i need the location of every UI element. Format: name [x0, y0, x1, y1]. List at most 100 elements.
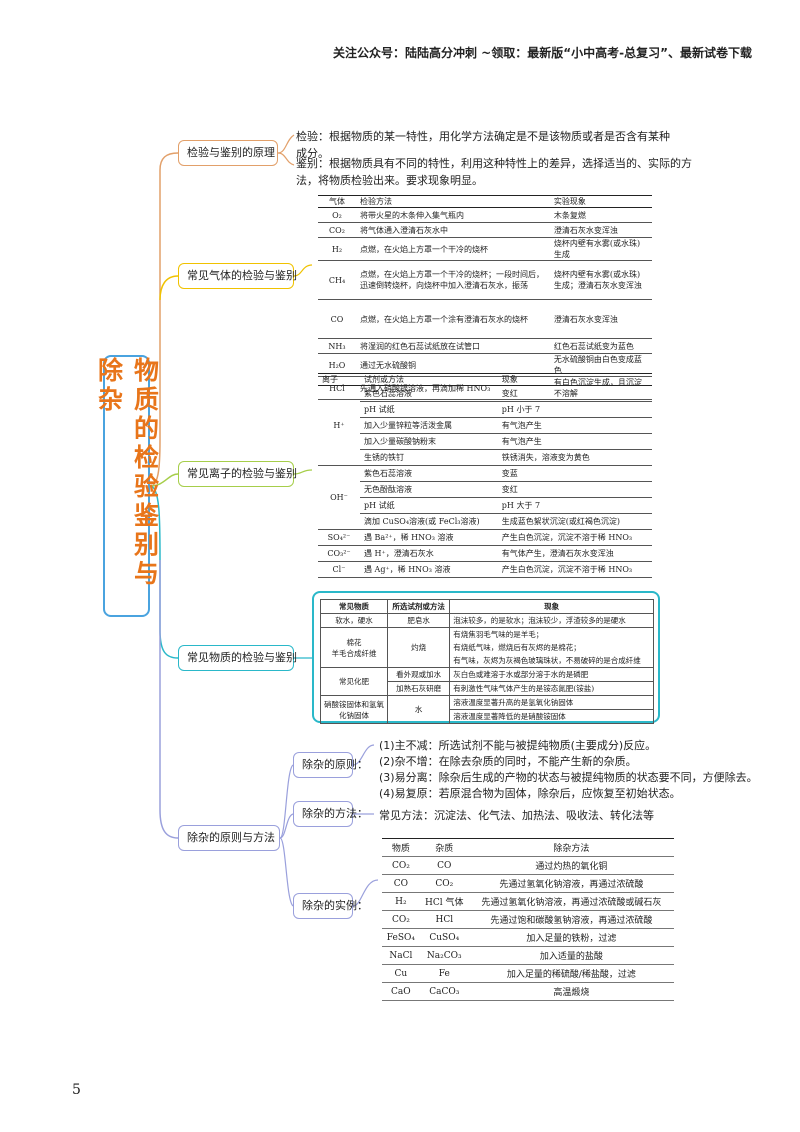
table-cell: 有气泡产生 — [497, 417, 652, 434]
table-cell: 红色石蕊试纸变为蓝色 — [549, 338, 652, 354]
table-cell: 将气体通入澄清石灰水中 — [356, 222, 550, 238]
sub-removal-example: 除杂的实例： — [293, 893, 368, 919]
page-number: 5 — [72, 1082, 81, 1098]
table-row: 硝酸铵固体和氢氧化钠固体水溶液温度显著升高的是氢氧化钠固体 — [320, 695, 654, 724]
table-cell: 遇 Ba²⁺，稀 HNO₃ 溶液 — [360, 529, 498, 546]
table-row: 无色酚酞溶液变红 — [318, 481, 652, 498]
table-cell: FeSO₄ — [382, 928, 420, 947]
table-cell: 紫色石蕊溶液 — [360, 385, 498, 402]
table-cell: 无色酚酞溶液 — [360, 481, 498, 498]
principle-line: (2)杂不增：在除去杂质的同时，不能产生新的杂质。 — [379, 755, 637, 768]
table-cell: CO — [382, 874, 420, 893]
table-cell: 加入足量的稀硫酸/稀盐酸，过滤 — [468, 964, 674, 983]
ion-label: SO₄²⁻ — [318, 529, 360, 546]
table-cell: O₂ — [318, 207, 356, 223]
table-cell: NaCl — [382, 946, 420, 965]
table-cell: 先通过饱和碳酸氢钠溶液，再通过浓硫酸 — [468, 910, 674, 929]
table-cell: 生锈的铁钉 — [360, 449, 498, 466]
table-cell: 水 — [386, 695, 451, 724]
table-cell: 生成蓝色絮状沉淀(或红褐色沉淀) — [497, 513, 652, 530]
table-header: 物质 — [382, 838, 420, 857]
principle-line: (3)易分离：除杂后生成的产物的状态与被提纯物质的状态要不同，方便除去。 — [379, 771, 758, 784]
table-row: 溶液温度显著降低的是硝酸铵固体 — [321, 709, 654, 724]
table-cell: CO — [318, 299, 356, 339]
table-cell: 澄清石灰水变浑浊 — [549, 222, 652, 238]
table-cell: 有气泡产生 — [497, 433, 652, 450]
removal-principles: (1)主不减：所选试剂不能与被提纯物质(主要成分)反应。 (2)杂不增：在除去杂… — [379, 738, 758, 802]
substance-box: 常见物质所选试剂或方法现象 软水，硬水肥皂水泡沫较多，的是软水；泡沫较少，浮渣较… — [312, 591, 660, 724]
substance-table: 常见物质所选试剂或方法现象 软水，硬水肥皂水泡沫较多，的是软水；泡沫较少，浮渣较… — [320, 599, 654, 724]
root-node: 物质的检验鉴别与除杂 — [95, 355, 160, 617]
table-cell: 通过灼热的氧化铜 — [468, 856, 674, 875]
table-row: 常见化肥看外观或加水灰白色或难溶于水或部分溶于水的是磷肥 — [320, 667, 654, 696]
table-cell: 泡沫较多，的是软水；泡沫较少，浮渣较多的是硬水 — [449, 613, 654, 628]
table-cell: 滴加 CuSO₄溶液(或 FeCl₃溶液) — [360, 513, 498, 530]
table-row: H⁺紫色石蕊溶液变红 — [318, 385, 652, 466]
table-header: 实验现象 — [549, 195, 652, 208]
ion-label: Cl⁻ — [318, 561, 360, 578]
table-cell: 常见化肥 — [320, 667, 388, 696]
table-header: 所选试剂或方法 — [386, 599, 451, 614]
ion-label: OH⁻ — [318, 465, 360, 530]
table-cell: 变蓝 — [497, 465, 652, 482]
table-cell: pH 试纸 — [360, 497, 498, 514]
table-header: 常见物质 — [320, 599, 388, 614]
table-header: 试剂或方法 — [360, 373, 498, 386]
table-cell: NH₃ — [318, 338, 356, 354]
table-cell: pH 小于 7 — [497, 401, 652, 418]
table-row: 加入少量碳酸钠粉末有气泡产生 — [318, 433, 652, 450]
table-cell: CO — [419, 856, 469, 875]
table-cell: CO₂ — [382, 910, 420, 929]
branch-removal: 除杂的原则与方法 — [178, 825, 280, 851]
table-cell: 加入少量碳酸钠粉末 — [360, 433, 498, 450]
table-cell: CaO — [382, 982, 420, 1001]
table-cell: 变红 — [497, 481, 652, 498]
table-cell: CO₂ — [419, 874, 469, 893]
table-cell: CO₂ — [382, 856, 420, 875]
table-cell: 变红 — [497, 385, 652, 402]
table-row: CO₃²⁻遇 H⁺，澄清石灰水有气体产生，澄清石灰水变浑浊 — [318, 545, 652, 562]
table-cell: H₂ — [318, 237, 356, 261]
table-cell: 有烧纸气味，燃烧后有灰烬的是棉花； — [449, 641, 654, 654]
table-header: 气体 — [318, 195, 356, 208]
table-cell: 木条复燃 — [549, 207, 652, 223]
table-cell: 肥皂水 — [386, 613, 451, 628]
ion-label: H⁺ — [318, 385, 360, 466]
table-cell: Fe — [419, 964, 469, 983]
table-cell: CaCO₃ — [419, 982, 469, 1001]
table-cell: 先通过氢氧化钠溶液，再通过浓硫酸或碱石灰 — [468, 892, 674, 911]
table-cell: pH 试纸 — [360, 401, 498, 418]
table-cell: CH₄ — [318, 260, 356, 300]
table-cell: 看外观或加水 — [386, 667, 451, 682]
principle-test-text: 检验：根据物质的某一特性，用化学方法确定是不是该物质或者是否含有某种成分。 — [296, 130, 670, 160]
table-cell: 溶液温度显著降低的是硝酸铵固体 — [449, 709, 654, 724]
table-cell: H₂ — [382, 892, 420, 911]
table-row: 滴加 CuSO₄溶液(或 FeCl₃溶液)生成蓝色絮状沉淀(或红褐色沉淀) — [318, 513, 652, 530]
table-cell: 点燃，在火焰上方罩一个干冷的烧杯；一段时间后，迅速倒转烧杯，向烧杯中加入澄清石灰… — [356, 260, 550, 300]
table-cell: 有气体产生，澄清石灰水变浑浊 — [497, 545, 652, 562]
table-cell: 有气味，灰烬为灰褐色玻璃珠状，不易破碎的是合成纤维 — [449, 654, 654, 668]
table-cell: 将带火星的木条伸入集气瓶内 — [356, 207, 550, 223]
table-cell: 灼烧 — [386, 627, 451, 668]
table-row: 有烧纸气味，燃烧后有灰烬的是棉花； — [321, 641, 654, 654]
table-cell: HCl 气体 — [419, 892, 469, 911]
table-cell: 软水，硬水 — [320, 613, 388, 628]
table-header: 现象 — [449, 599, 654, 614]
table-cell: 将湿润的红色石蕊试纸放在试管口 — [356, 338, 550, 354]
table-row: 加入少量锌粒等活泼金属有气泡产生 — [318, 417, 652, 434]
branch-ion: 常见离子的检验与鉴别 — [178, 461, 297, 487]
table-header: 离子 — [318, 373, 360, 386]
